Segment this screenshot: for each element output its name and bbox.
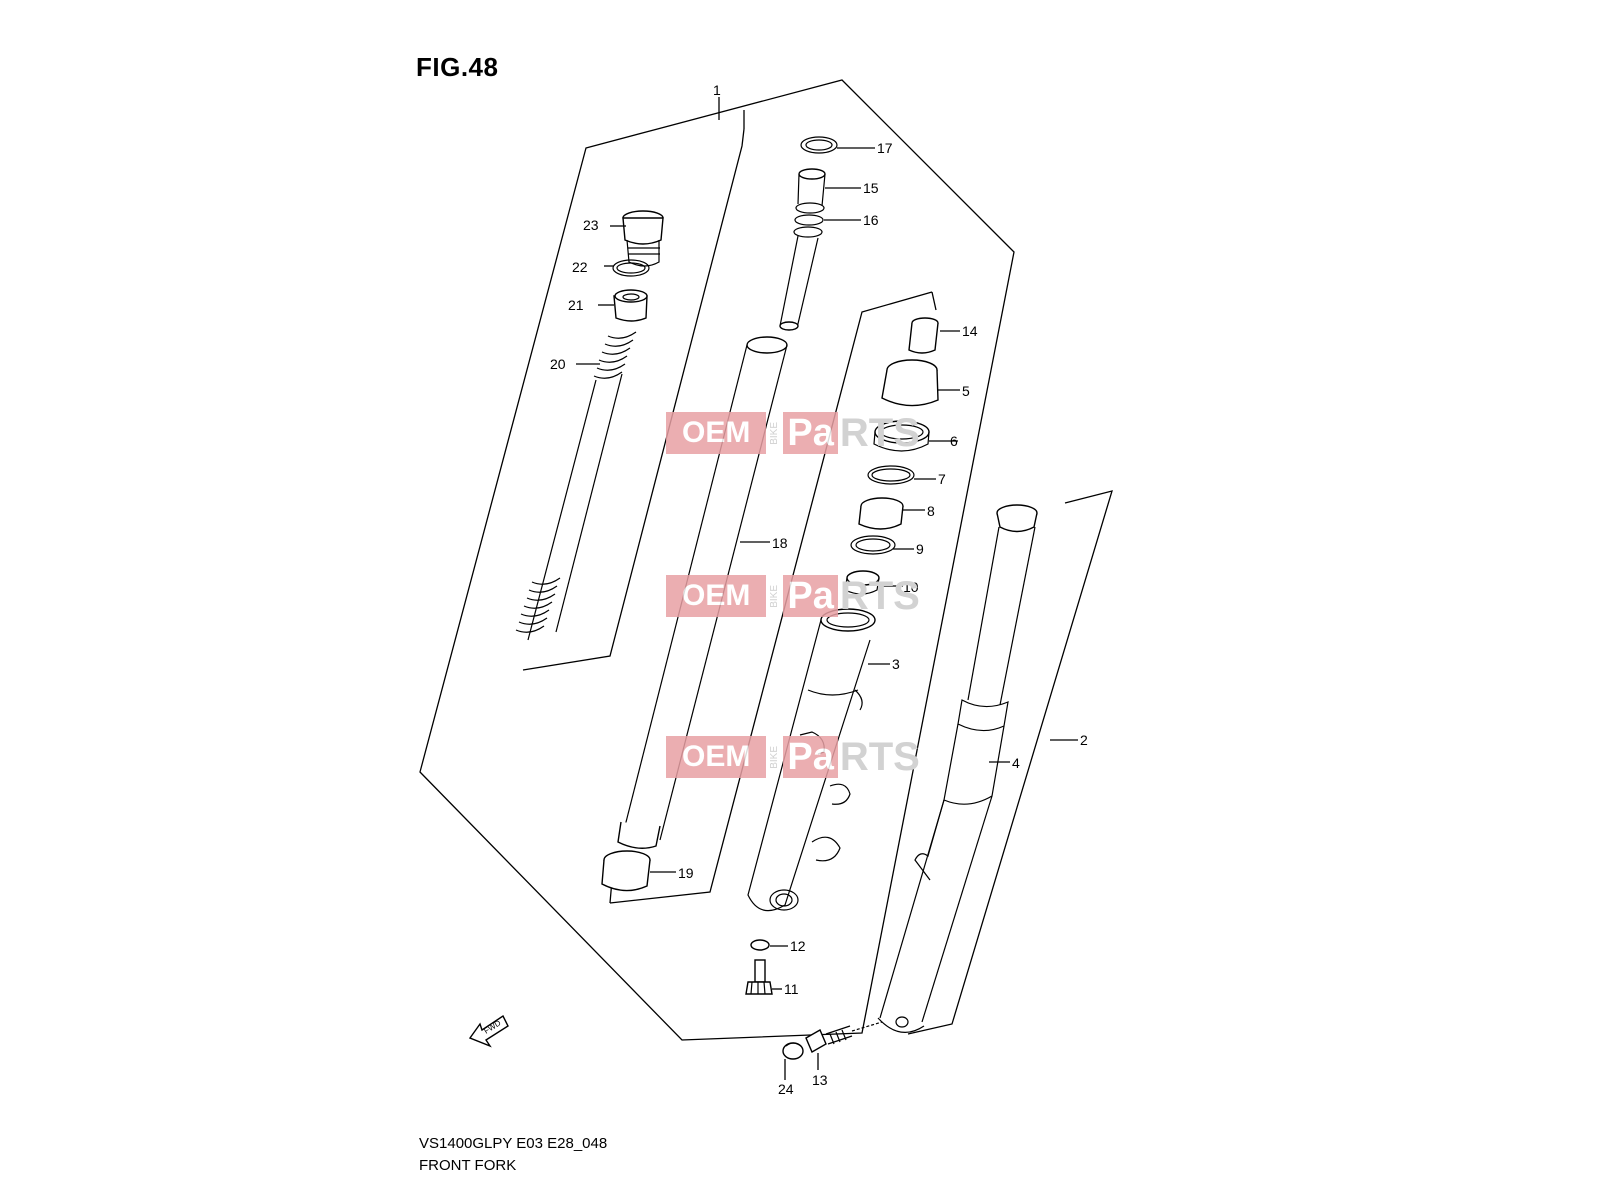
callout-24: 24 bbox=[778, 1081, 794, 1097]
part-15-damper-rod[interactable] bbox=[779, 168, 826, 331]
part-11-bolt[interactable] bbox=[745, 959, 773, 995]
part-6-oil-seal[interactable] bbox=[873, 420, 930, 452]
part-19-bushing[interactable] bbox=[601, 850, 651, 892]
part-14-cap[interactable] bbox=[908, 317, 939, 354]
callout-10: 10 bbox=[903, 579, 919, 595]
watermark: OEM BIKE Pa RTS bbox=[666, 735, 920, 779]
assembly-name: FRONT FORK bbox=[419, 1157, 517, 1174]
callout-12: 12 bbox=[790, 938, 806, 954]
callout-5: 5 bbox=[962, 383, 970, 399]
part-20-spring[interactable] bbox=[515, 331, 637, 641]
callout-7: 7 bbox=[938, 471, 946, 487]
part-22-o-ring[interactable] bbox=[612, 259, 650, 277]
callout-8: 8 bbox=[927, 503, 935, 519]
spring-group-outline bbox=[522, 128, 745, 671]
callout-13: 13 bbox=[812, 1072, 828, 1088]
part-7-ring[interactable] bbox=[867, 465, 915, 485]
callout-14: 14 bbox=[962, 323, 978, 339]
callout-4: 4 bbox=[1012, 755, 1020, 771]
callout-19: 19 bbox=[678, 865, 694, 881]
figure-title: FIG.48 bbox=[416, 52, 499, 82]
part-12-washer[interactable] bbox=[750, 939, 770, 951]
callout-2: 2 bbox=[1080, 732, 1088, 748]
callout-16: 16 bbox=[863, 212, 879, 228]
part-9-ring[interactable] bbox=[850, 535, 896, 555]
part-16-piston-ring[interactable] bbox=[793, 202, 825, 238]
callout-1: 1 bbox=[713, 82, 721, 98]
part-10-bushing[interactable] bbox=[844, 570, 880, 595]
callout-18: 18 bbox=[772, 535, 788, 551]
part-13-axle-bolt[interactable] bbox=[805, 1021, 883, 1053]
callout-20: 20 bbox=[550, 356, 566, 372]
part-24-cap-nut[interactable] bbox=[782, 1042, 804, 1060]
callout-15: 15 bbox=[863, 180, 879, 196]
callout-6: 6 bbox=[950, 433, 958, 449]
callout-11: 11 bbox=[784, 981, 799, 997]
callout-9: 9 bbox=[916, 541, 924, 557]
leader-lines bbox=[576, 97, 1078, 1080]
callout-3: 3 bbox=[892, 656, 900, 672]
callout-labels: 1 2 3 4 5 6 7 8 9 10 11 12 13 14 15 16 1… bbox=[550, 82, 1088, 1097]
assembly-1-outline bbox=[419, 79, 1015, 1041]
model-code: VS1400GLPY E03 E28_048 bbox=[419, 1135, 608, 1152]
fwd-arrow-icon: FWD bbox=[468, 1014, 509, 1048]
part-23-cap-bolt[interactable] bbox=[622, 210, 664, 267]
watermark: OEM BIKE Pa RTS bbox=[666, 411, 920, 455]
part-8-washer[interactable] bbox=[858, 497, 904, 530]
inner-tube-group-outline bbox=[907, 490, 1113, 1035]
watermark: OEM BIKE Pa RTS bbox=[666, 574, 920, 618]
callout-22: 22 bbox=[572, 259, 588, 275]
callout-23: 23 bbox=[583, 217, 599, 233]
callout-17: 17 bbox=[877, 140, 893, 156]
callout-21: 21 bbox=[568, 297, 584, 313]
part-21-spacer[interactable] bbox=[613, 289, 648, 322]
part-5-dust-seal[interactable] bbox=[881, 359, 939, 407]
part-17-ring[interactable] bbox=[800, 136, 838, 154]
